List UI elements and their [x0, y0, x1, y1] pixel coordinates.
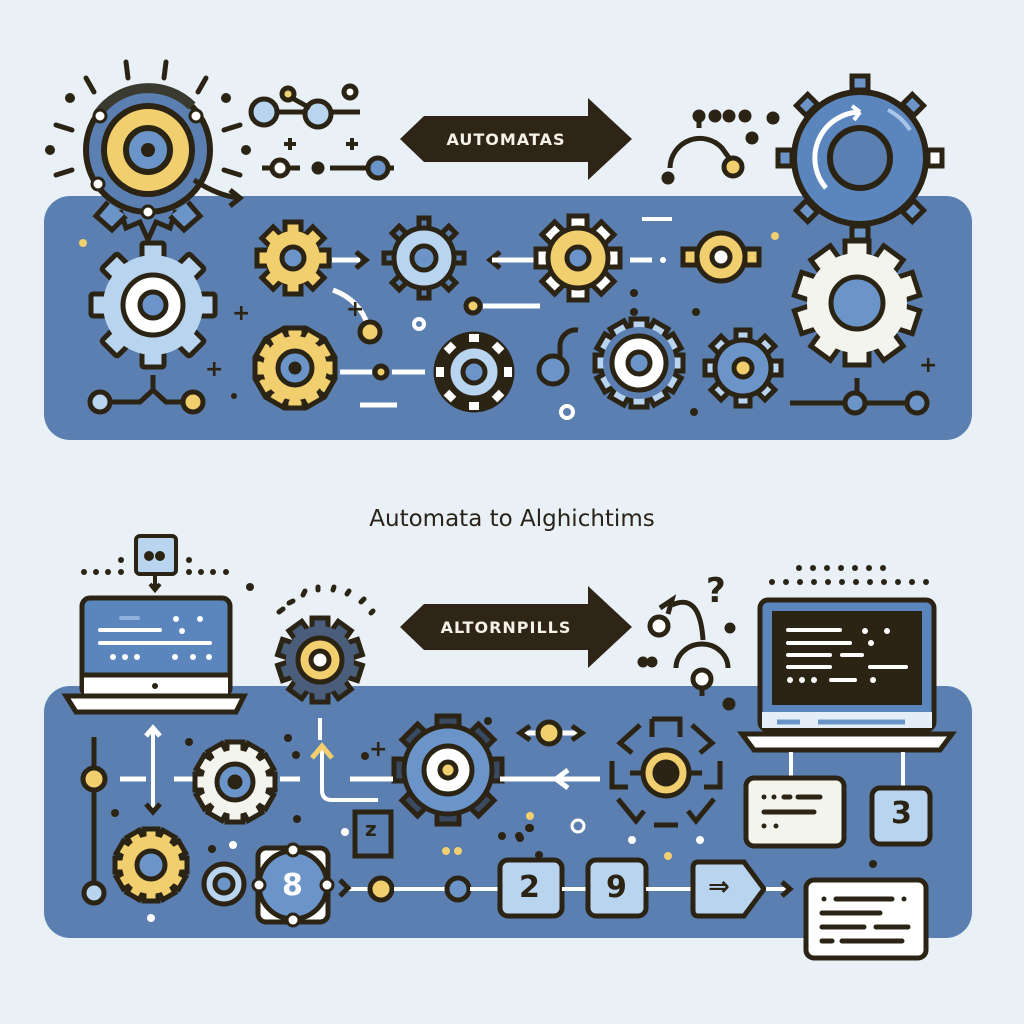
big-gear-top-left-icon — [45, 59, 251, 247]
arrow-shape-icon — [400, 98, 632, 180]
page-title: Automata to Alghichtims — [369, 506, 655, 532]
laptop-right-icon — [737, 597, 957, 753]
svg-text:+: + — [369, 737, 387, 762]
gear-white-large-icon — [791, 238, 923, 368]
box-z-label: z — [365, 817, 377, 841]
gear-yellow-bottom-left-icon — [112, 826, 190, 904]
message-box-icon — [134, 534, 178, 594]
laptop-left-icon — [61, 595, 249, 715]
arrow-tag-icon — [690, 859, 768, 919]
box-8-label: 8 — [282, 868, 303, 903]
gear-yellow-bottom-icon — [252, 325, 338, 411]
arrow-tag-label: ⇒ — [708, 872, 730, 902]
question-mark-text: ? — [706, 571, 726, 611]
altornpills-arrow-label: ALTORNPILLS — [398, 584, 634, 670]
svg-text:+: + — [205, 357, 223, 382]
box-3-icon — [869, 785, 933, 847]
automatas-text: AUTOMATAS — [446, 129, 566, 149]
altornpills-text: ALTORNPILLS — [440, 617, 572, 637]
node-chain-icon — [248, 83, 394, 181]
cycle-gear-icon — [775, 73, 945, 243]
gear-yellow-small-icon — [680, 230, 762, 284]
svg-text:+: + — [919, 353, 937, 378]
dark-gear-icon — [246, 583, 376, 705]
node-tree-right-icon — [790, 378, 930, 416]
document-card-icon — [803, 877, 929, 961]
box-8-icon — [251, 842, 335, 928]
gear-open-icon — [609, 716, 723, 828]
gear-white-bottom-icon — [192, 739, 278, 825]
node-tree-left-icon — [87, 375, 206, 415]
svg-text:+: + — [346, 297, 364, 322]
gear-yellow-white-teeth-icon — [533, 213, 623, 303]
automatas-arrow-label: AUTOMATAS — [398, 96, 634, 182]
gear-white-center-icon — [592, 316, 686, 410]
question-connector-icon — [637, 594, 736, 711]
gear-light-blue-large-icon — [88, 240, 218, 370]
arc-connector-icon — [661, 109, 780, 185]
gear-yellow-icon — [254, 219, 332, 297]
box-3-label: 3 — [891, 796, 912, 831]
box-2-label: 2 — [519, 870, 540, 905]
arrow-shape-icon — [400, 586, 632, 668]
box-z-icon — [352, 809, 394, 859]
gear-dark-ring-icon — [391, 713, 505, 827]
gear-blue-yellow-center-icon — [702, 327, 784, 409]
gear-light-blue-icon — [381, 215, 467, 301]
box-9-label: 9 — [606, 870, 627, 905]
svg-text:+: + — [232, 301, 250, 326]
gear-white-teeth-icon — [433, 331, 515, 413]
